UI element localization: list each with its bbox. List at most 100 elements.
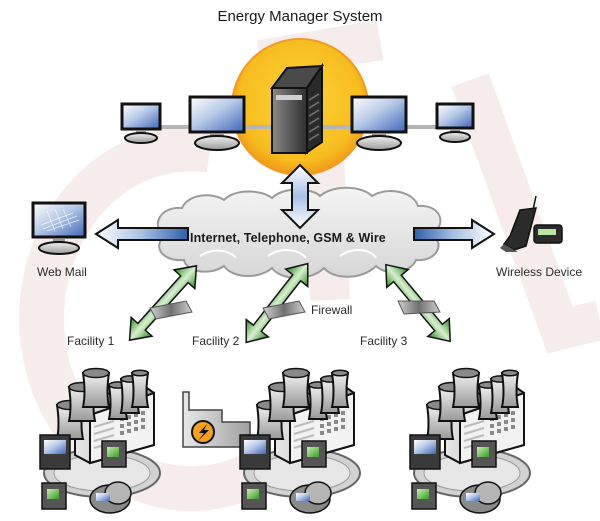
facility-1-icon[interactable]: [39, 367, 161, 514]
factory-window: [497, 415, 501, 419]
facilities-layer: [39, 367, 531, 514]
factory-window: [334, 427, 338, 431]
server-drive-bay: [276, 95, 302, 100]
monitor-screen: [435, 102, 475, 130]
factory-vent: [93, 420, 115, 428]
factory-window: [497, 422, 501, 426]
meter-screen: [414, 440, 436, 454]
cooling-tower-top: [82, 367, 110, 379]
factory-window: [141, 411, 145, 415]
firewall-3-icon[interactable]: [397, 300, 441, 315]
monitor-base: [124, 132, 158, 144]
factory-window: [327, 422, 331, 426]
factory-window: [341, 411, 345, 415]
facility-2-icon[interactable]: [239, 367, 361, 514]
webmail-arrow: [94, 218, 189, 250]
facility-3-label: Facility 3: [360, 334, 408, 348]
power-utility-icon[interactable]: [182, 391, 251, 448]
cooling-tower-top: [501, 369, 519, 377]
factory-window: [511, 418, 515, 422]
monitor-base: [38, 241, 80, 255]
mobile-phone-flip: [500, 244, 518, 252]
workstation-2[interactable]: [188, 95, 246, 151]
factory-vent: [463, 427, 485, 435]
monitor-base: [356, 135, 402, 151]
server-tower-icon[interactable]: [270, 62, 324, 155]
factory-window: [490, 424, 494, 428]
factory-window: [327, 415, 331, 419]
factory-window: [511, 425, 515, 429]
cylinder-screen: [466, 493, 480, 501]
facility-2-label: Facility 2: [192, 334, 240, 348]
factory-window: [341, 418, 345, 422]
factory-window: [497, 429, 501, 433]
monitor-base: [194, 135, 240, 151]
mail-grid: [40, 208, 80, 232]
pager-screen: [538, 229, 556, 235]
cylinder-screen: [96, 493, 110, 501]
factory-vent: [93, 434, 115, 442]
lightning-bolt-icon: [198, 424, 209, 441]
cooling-tower: [330, 372, 350, 408]
sensor-screen: [247, 489, 259, 499]
factory-window: [511, 411, 515, 415]
cooling-tower: [500, 372, 520, 408]
meter-screen: [44, 440, 66, 454]
sensor-screen: [417, 489, 429, 499]
factory-window: [141, 425, 145, 429]
workstation-3[interactable]: [350, 95, 408, 151]
web-mail-icon[interactable]: [31, 201, 87, 255]
cooling-tower: [281, 372, 311, 408]
watermark-l: [451, 73, 600, 354]
sensor-screen: [107, 447, 119, 457]
cooling-tower-top: [331, 369, 349, 377]
wireless-device-icon[interactable]: [500, 195, 563, 252]
firewall-2-icon[interactable]: [262, 300, 306, 320]
factory-window: [334, 413, 338, 417]
firewall-label: Firewall: [311, 303, 353, 317]
diagram-title: Energy Manager System: [217, 8, 383, 25]
workstation-1[interactable]: [120, 102, 162, 144]
web-mail-label: Web Mail: [37, 265, 87, 279]
facility-3-icon[interactable]: [409, 367, 531, 514]
factory-window: [141, 418, 145, 422]
watermark-c: [19, 126, 272, 512]
factory-vent: [463, 434, 485, 442]
cloud-inner-lines: [199, 249, 377, 259]
factory-vent: [293, 427, 315, 435]
factory-window: [127, 429, 131, 433]
cooling-tower: [451, 372, 481, 408]
factory-window: [134, 427, 138, 431]
factory-vent: [463, 420, 485, 428]
cooling-tower: [130, 372, 150, 408]
server-cloud-arrow: [279, 163, 321, 230]
factory-window: [320, 424, 324, 428]
cooling-tower-top: [131, 369, 149, 377]
monitor-base: [439, 131, 471, 143]
factory-window: [504, 427, 508, 431]
cooling-tower-top: [282, 367, 310, 379]
monitor-screen: [350, 95, 408, 134]
facility-1-link-arrow: [128, 264, 198, 342]
cylinder-screen: [296, 493, 310, 501]
factory-window: [127, 422, 131, 426]
factory-window: [334, 420, 338, 424]
cooling-tower-top: [452, 367, 480, 379]
factory-window: [320, 431, 324, 435]
firewall-1-icon[interactable]: [149, 300, 193, 320]
factory-window: [134, 420, 138, 424]
factory-window: [120, 424, 124, 428]
sensor-device: [241, 482, 267, 510]
monitor-screen: [188, 95, 246, 134]
factory-window: [134, 413, 138, 417]
meter-screen: [244, 440, 266, 454]
factory-vent: [293, 434, 315, 442]
server-vents: [308, 93, 320, 141]
workstation-4[interactable]: [435, 102, 475, 143]
cooling-tower: [81, 372, 111, 408]
factory-window: [504, 413, 508, 417]
factory-vent: [93, 427, 115, 435]
wireless-arrow: [413, 218, 496, 250]
sensor-screen: [477, 447, 489, 457]
